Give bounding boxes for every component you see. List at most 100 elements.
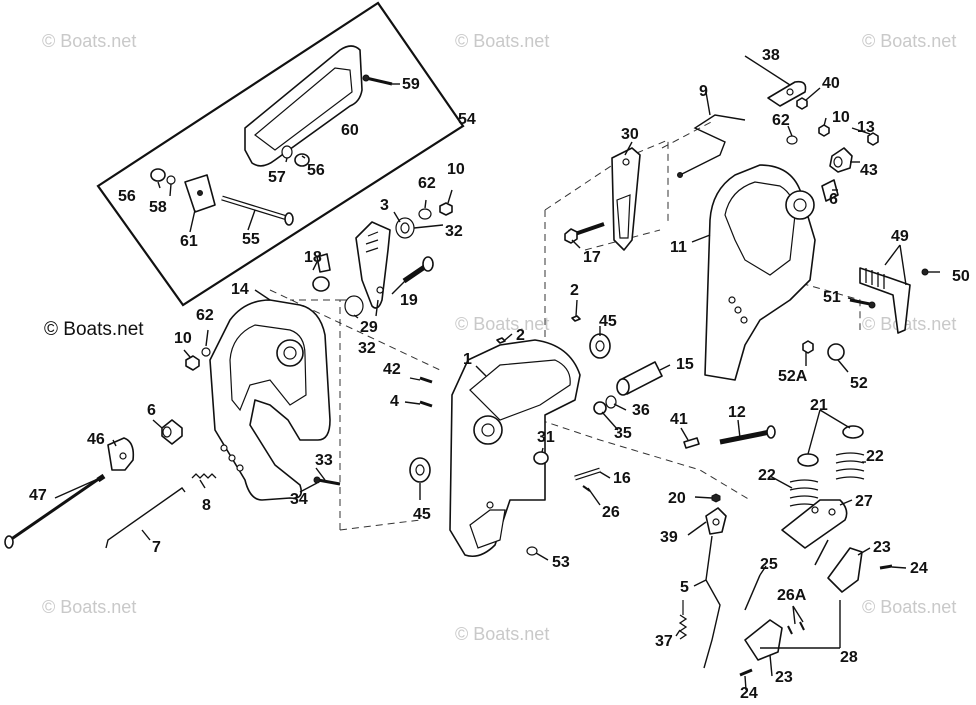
part-40-screw	[796, 97, 808, 110]
part-11-bracket	[704, 164, 816, 381]
callout-25: 25	[760, 556, 778, 573]
callout-labels: 38 40 9 10 13 62 43 30 6 11 49 50 17 51 …	[29, 47, 970, 702]
callout-56: 56	[307, 162, 325, 179]
part-3-lever	[355, 221, 391, 309]
part-43-bushing	[829, 147, 853, 173]
part-22-springs	[789, 452, 865, 507]
part-16-pin	[574, 467, 601, 481]
watermark: © Boats.net	[862, 314, 956, 334]
part-24-screws	[739, 564, 893, 677]
callout-26: 26	[602, 504, 620, 521]
callout-9: 9	[699, 83, 708, 100]
callout-2: 2	[516, 327, 525, 344]
watermark: © Boats.net	[862, 31, 956, 51]
part-45-washer-a	[409, 457, 431, 483]
callout-57: 57	[268, 169, 286, 186]
part-37-spring	[678, 600, 688, 640]
part-31-nut	[533, 451, 549, 465]
callout-2: 2	[570, 282, 579, 299]
part-7-rod	[105, 487, 186, 549]
watermark: © Boats.net	[455, 314, 549, 334]
callout-59: 59	[402, 76, 420, 93]
callout-6: 6	[147, 402, 156, 419]
part-10-nut-b	[439, 202, 453, 216]
callout-12: 12	[728, 404, 746, 421]
part-38-cam	[767, 80, 807, 107]
callout-29: 29	[360, 319, 378, 336]
part-62-washer-b	[418, 208, 432, 220]
watermark: © Boats.net	[42, 597, 136, 617]
callout-37: 37	[655, 633, 673, 650]
callout-32: 32	[445, 223, 463, 240]
callout-53: 53	[552, 554, 570, 571]
callout-47: 47	[29, 487, 47, 504]
part-36-washer	[605, 395, 617, 409]
callout-8: 8	[202, 497, 211, 514]
part-58-washer	[166, 175, 176, 185]
callout-43: 43	[860, 162, 878, 179]
part-27-plate	[781, 499, 848, 549]
part-62-washer-c	[786, 135, 798, 145]
part-26A-pins	[787, 621, 805, 635]
part-10-nut-c	[818, 124, 830, 137]
callout-14: 14	[231, 281, 249, 298]
callout-22: 22	[758, 467, 776, 484]
part-57-washer	[281, 145, 293, 159]
callout-45: 45	[599, 313, 617, 330]
callout-45: 45	[413, 506, 431, 523]
callout-60: 60	[341, 122, 359, 139]
part-49-handle	[859, 267, 911, 334]
callout-62: 62	[418, 175, 436, 192]
part-12-bolt	[719, 425, 776, 445]
part-18-pin	[312, 253, 331, 292]
callout-30: 30	[621, 126, 639, 143]
callout-11: 11	[670, 239, 687, 256]
part-6-bushing-right	[821, 179, 839, 202]
part-45-washer-b	[589, 333, 611, 359]
callout-52A: 52A	[778, 368, 808, 385]
part-2-pin-b	[571, 315, 581, 322]
callout-52: 52	[850, 375, 868, 392]
callout-21: 21	[810, 397, 828, 414]
part-56-nut	[150, 153, 310, 182]
part-52-knob	[827, 343, 845, 361]
callout-10: 10	[174, 330, 192, 347]
watermark-main: © Boats.net	[44, 319, 144, 340]
callout-22: 22	[866, 448, 884, 465]
callout-10: 10	[832, 109, 850, 126]
callout-34: 34	[290, 491, 308, 508]
callout-54: 54	[458, 111, 476, 128]
part-9-shaft	[677, 114, 746, 178]
part-1-swivel-bracket	[449, 339, 581, 558]
callout-4: 4	[390, 393, 399, 410]
callout-3: 3	[380, 197, 389, 214]
callout-62: 62	[196, 307, 214, 324]
callout-28: 28	[840, 649, 858, 666]
part-62-washer-left	[201, 347, 211, 357]
callout-56: 56	[118, 188, 136, 205]
part-39-block	[705, 507, 727, 535]
callout-51: 51	[823, 289, 841, 306]
part-20-screw	[711, 493, 721, 503]
callout-10: 10	[447, 161, 465, 178]
part-14-bracket	[209, 299, 331, 501]
watermark: © Boats.net	[455, 31, 549, 51]
callout-46: 46	[87, 431, 105, 448]
part-5-rod	[703, 535, 721, 669]
callout-15: 15	[676, 356, 694, 373]
part-25-pins	[744, 539, 829, 611]
part-23-brackets	[744, 547, 863, 661]
callout-41: 41	[670, 411, 688, 428]
callout-20: 20	[668, 490, 686, 507]
part-41-pin	[683, 437, 700, 449]
callout-40: 40	[822, 75, 840, 92]
part-47-rod	[4, 473, 106, 549]
part-10-nut-left	[185, 355, 200, 371]
callout-62: 62	[772, 112, 790, 129]
callout-19: 19	[400, 292, 418, 309]
callout-31: 31	[537, 429, 555, 446]
callout-50: 50	[952, 268, 970, 285]
callout-23: 23	[873, 539, 891, 556]
callout-27: 27	[855, 493, 873, 510]
